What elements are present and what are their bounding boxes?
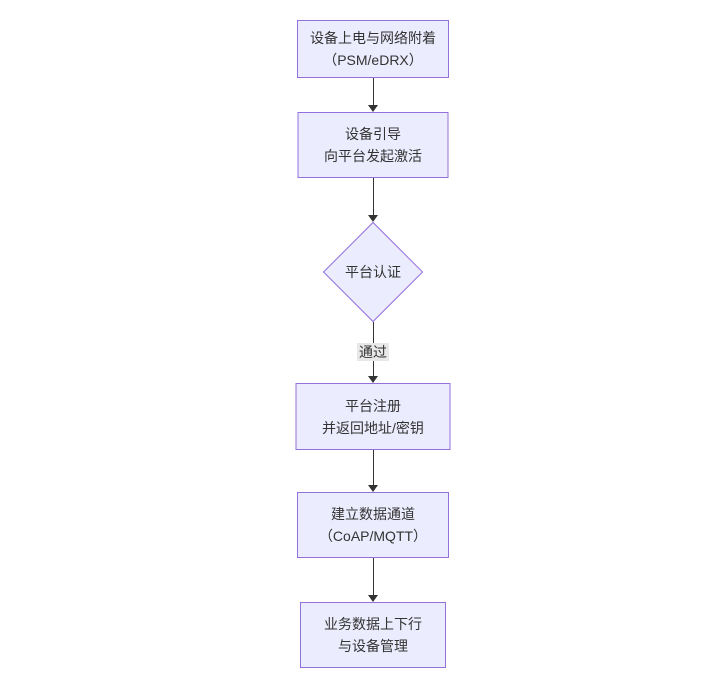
edge-label-pass: 通过: [357, 343, 389, 361]
node-label-line: （CoAP/MQTT）: [318, 528, 428, 544]
flow-node-data-channel: 建立数据通道 （CoAP/MQTT）: [297, 492, 449, 558]
node-label-line: 并返回地址/密钥: [322, 419, 424, 436]
node-label-line: 建立数据通道: [331, 506, 415, 522]
connector-line: [372, 178, 374, 215]
flow-node-platform-register: 平台注册 并返回地址/密钥: [295, 383, 451, 450]
node-label-line: 设备上电与网络附着: [310, 30, 436, 46]
node-label-line: 平台注册: [345, 397, 401, 414]
node-label-line: 与设备管理: [338, 638, 408, 654]
arrowhead-icon: [368, 595, 378, 602]
node-label-line: （PSM/eDRX）: [323, 52, 423, 68]
arrowhead-icon: [368, 376, 378, 383]
flow-node-business-data-mgmt: 业务数据上下行 与设备管理: [300, 602, 446, 668]
flow-node-bootstrap-activate: 设备引导 向平台发起激活: [297, 112, 449, 178]
flow-arrow: [368, 558, 378, 602]
node-label-line: 业务数据上下行: [324, 616, 422, 632]
flow-arrow: [368, 450, 378, 492]
node-label-line: 设备引导: [345, 126, 401, 142]
flow-node-power-on-attach: 设备上电与网络附着 （PSM/eDRX）: [297, 20, 449, 78]
connector-line: [372, 558, 374, 595]
decision-label: 平台认证: [345, 264, 401, 280]
arrowhead-icon: [368, 105, 378, 112]
flow-arrow: [368, 178, 378, 222]
connector-line: [372, 78, 374, 105]
connector-line: [372, 450, 374, 485]
flow-arrow: [368, 78, 378, 112]
node-label-line: 向平台发起激活: [324, 148, 422, 164]
arrowhead-icon: [368, 215, 378, 222]
arrowhead-icon: [368, 485, 378, 492]
flow-decision-platform-auth: 平台认证: [322, 221, 424, 323]
